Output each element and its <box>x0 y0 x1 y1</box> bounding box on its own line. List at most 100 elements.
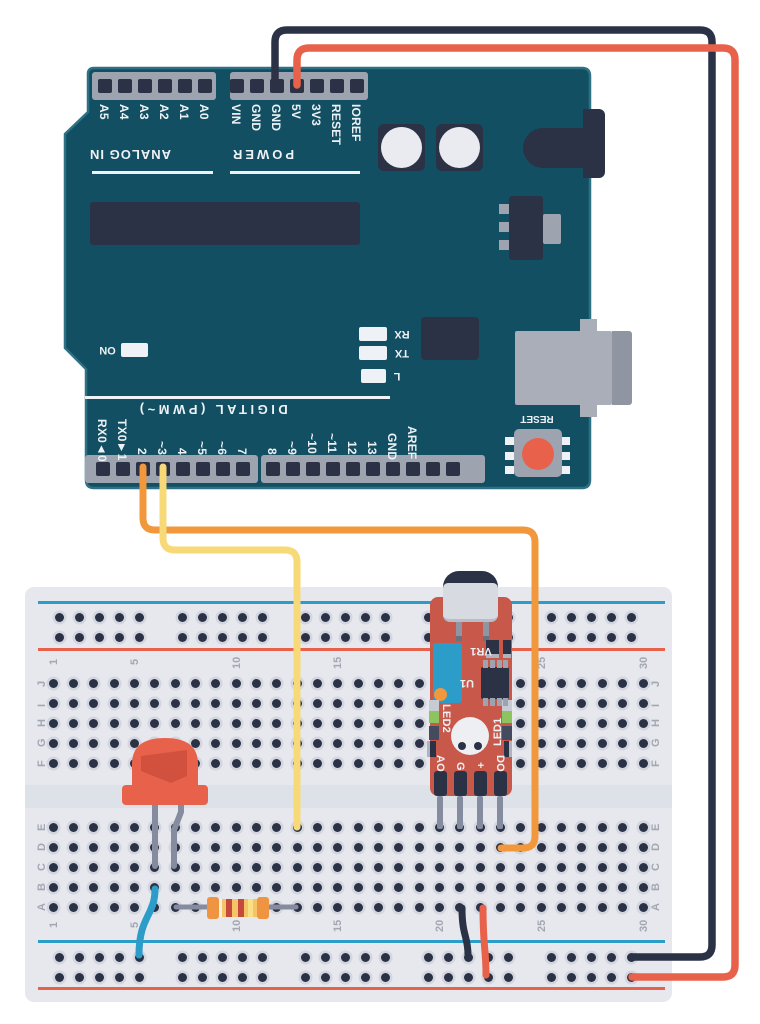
rail-hole <box>380 612 390 622</box>
breadboard-hole <box>414 862 424 872</box>
potentiometer-screw <box>434 688 447 701</box>
breadboard-hole <box>170 882 180 892</box>
rail-hole <box>586 972 596 982</box>
sensor-pin-block <box>433 771 447 796</box>
breadboard-hole <box>557 902 567 912</box>
digital-header-right-pin <box>366 462 380 476</box>
breadboard-hole <box>89 822 99 832</box>
digital-header-right-pin <box>386 462 400 476</box>
rail-hole <box>177 612 187 622</box>
breadboard-hole <box>414 882 424 892</box>
rail-hole <box>114 632 124 642</box>
regulator-pin-3 <box>499 240 510 250</box>
breadboard-hole <box>150 678 160 688</box>
breadboard-hole <box>251 842 261 852</box>
rail-hole <box>300 612 310 622</box>
rail-hole <box>606 632 616 642</box>
breadboard-hole <box>68 882 78 892</box>
breadboard-hole <box>353 758 363 768</box>
sensor-pin-leg <box>497 796 503 829</box>
breadboard-hole <box>89 718 99 728</box>
breadboard-hole <box>48 882 58 892</box>
breadboard-hole <box>374 862 384 872</box>
breadboard-hole <box>414 822 424 832</box>
rail-hole <box>197 952 207 962</box>
breadboard-hole <box>618 902 628 912</box>
breadboard-hole <box>68 698 78 708</box>
regulator-tab <box>543 214 561 244</box>
breadboard-hole <box>48 822 58 832</box>
wire-gnd-main <box>271 26 716 961</box>
digital-header-left-pin <box>236 462 250 476</box>
breadboard-hole <box>129 738 139 748</box>
breadboard-hole <box>577 842 587 852</box>
breadboard-hole <box>109 698 119 708</box>
footprint-dot-right <box>474 742 482 750</box>
rail-hole <box>546 612 556 622</box>
rail-hole <box>237 632 247 642</box>
microphone-body <box>443 583 498 622</box>
breadboard-hole <box>272 882 282 892</box>
ic-pin <box>483 660 488 668</box>
led-flange <box>122 785 208 805</box>
rail-hole <box>566 972 576 982</box>
breadboard-hole <box>333 758 343 768</box>
wire-sensor-ground <box>458 904 472 959</box>
digital-header-right-pin <box>346 462 360 476</box>
ic-pin <box>483 698 488 706</box>
smd-left-edge <box>427 741 436 757</box>
usb-connector <box>515 331 612 405</box>
breadboard-hole <box>577 738 587 748</box>
usb-connector-end <box>612 331 632 405</box>
usb-tab-top <box>580 319 597 332</box>
breadboard-hole <box>211 882 221 892</box>
breadboard-hole <box>129 882 139 892</box>
digital-header-right-pin <box>286 462 300 476</box>
breadboard-hole <box>374 758 384 768</box>
rail-hole <box>606 952 616 962</box>
reset-tab-r2 <box>561 452 570 460</box>
rail-hole <box>300 632 310 642</box>
resistor-band-2 <box>226 899 232 917</box>
rail-hole <box>54 612 64 622</box>
rail-hole <box>300 952 310 962</box>
arduino-header-slot <box>90 202 360 245</box>
breadboard-hole <box>516 718 526 728</box>
breadboard-hole <box>353 902 363 912</box>
breadboard-hole <box>48 902 58 912</box>
wire-pin3-to-led <box>159 463 301 831</box>
breadboard-hole <box>312 842 322 852</box>
breadboard-hole <box>251 758 261 768</box>
power-header-pin <box>330 79 344 93</box>
rail-hole <box>134 632 144 642</box>
breadboard-hole <box>374 822 384 832</box>
led-dome-inner <box>141 750 187 783</box>
power-header-pin <box>250 79 264 93</box>
rail-hole <box>360 952 370 962</box>
rail-hole <box>320 972 330 982</box>
rail-hole <box>94 612 104 622</box>
breadboard-hole <box>618 678 628 688</box>
breadboard-hole <box>374 678 384 688</box>
breadboard-hole <box>536 678 546 688</box>
rail-hole <box>54 972 64 982</box>
breadboard-hole <box>618 842 628 852</box>
breadboard-hole <box>638 842 648 852</box>
rail-hole <box>177 952 187 962</box>
breadboard-hole <box>394 718 404 728</box>
breadboard-hole <box>312 862 322 872</box>
breadboard-hole <box>231 718 241 728</box>
breadboard-hole <box>170 678 180 688</box>
breadboard-hole <box>414 902 424 912</box>
digital-header-right-pin <box>326 462 340 476</box>
breadboard-hole <box>312 882 322 892</box>
breadboard-hole <box>272 738 282 748</box>
breadboard-hole <box>109 902 119 912</box>
breadboard-hole <box>89 738 99 748</box>
breadboard-hole <box>394 882 404 892</box>
resistor-cap-right <box>257 897 269 919</box>
analog-header <box>92 72 216 100</box>
rail-hole <box>217 632 227 642</box>
breadboard-hole <box>251 718 261 728</box>
